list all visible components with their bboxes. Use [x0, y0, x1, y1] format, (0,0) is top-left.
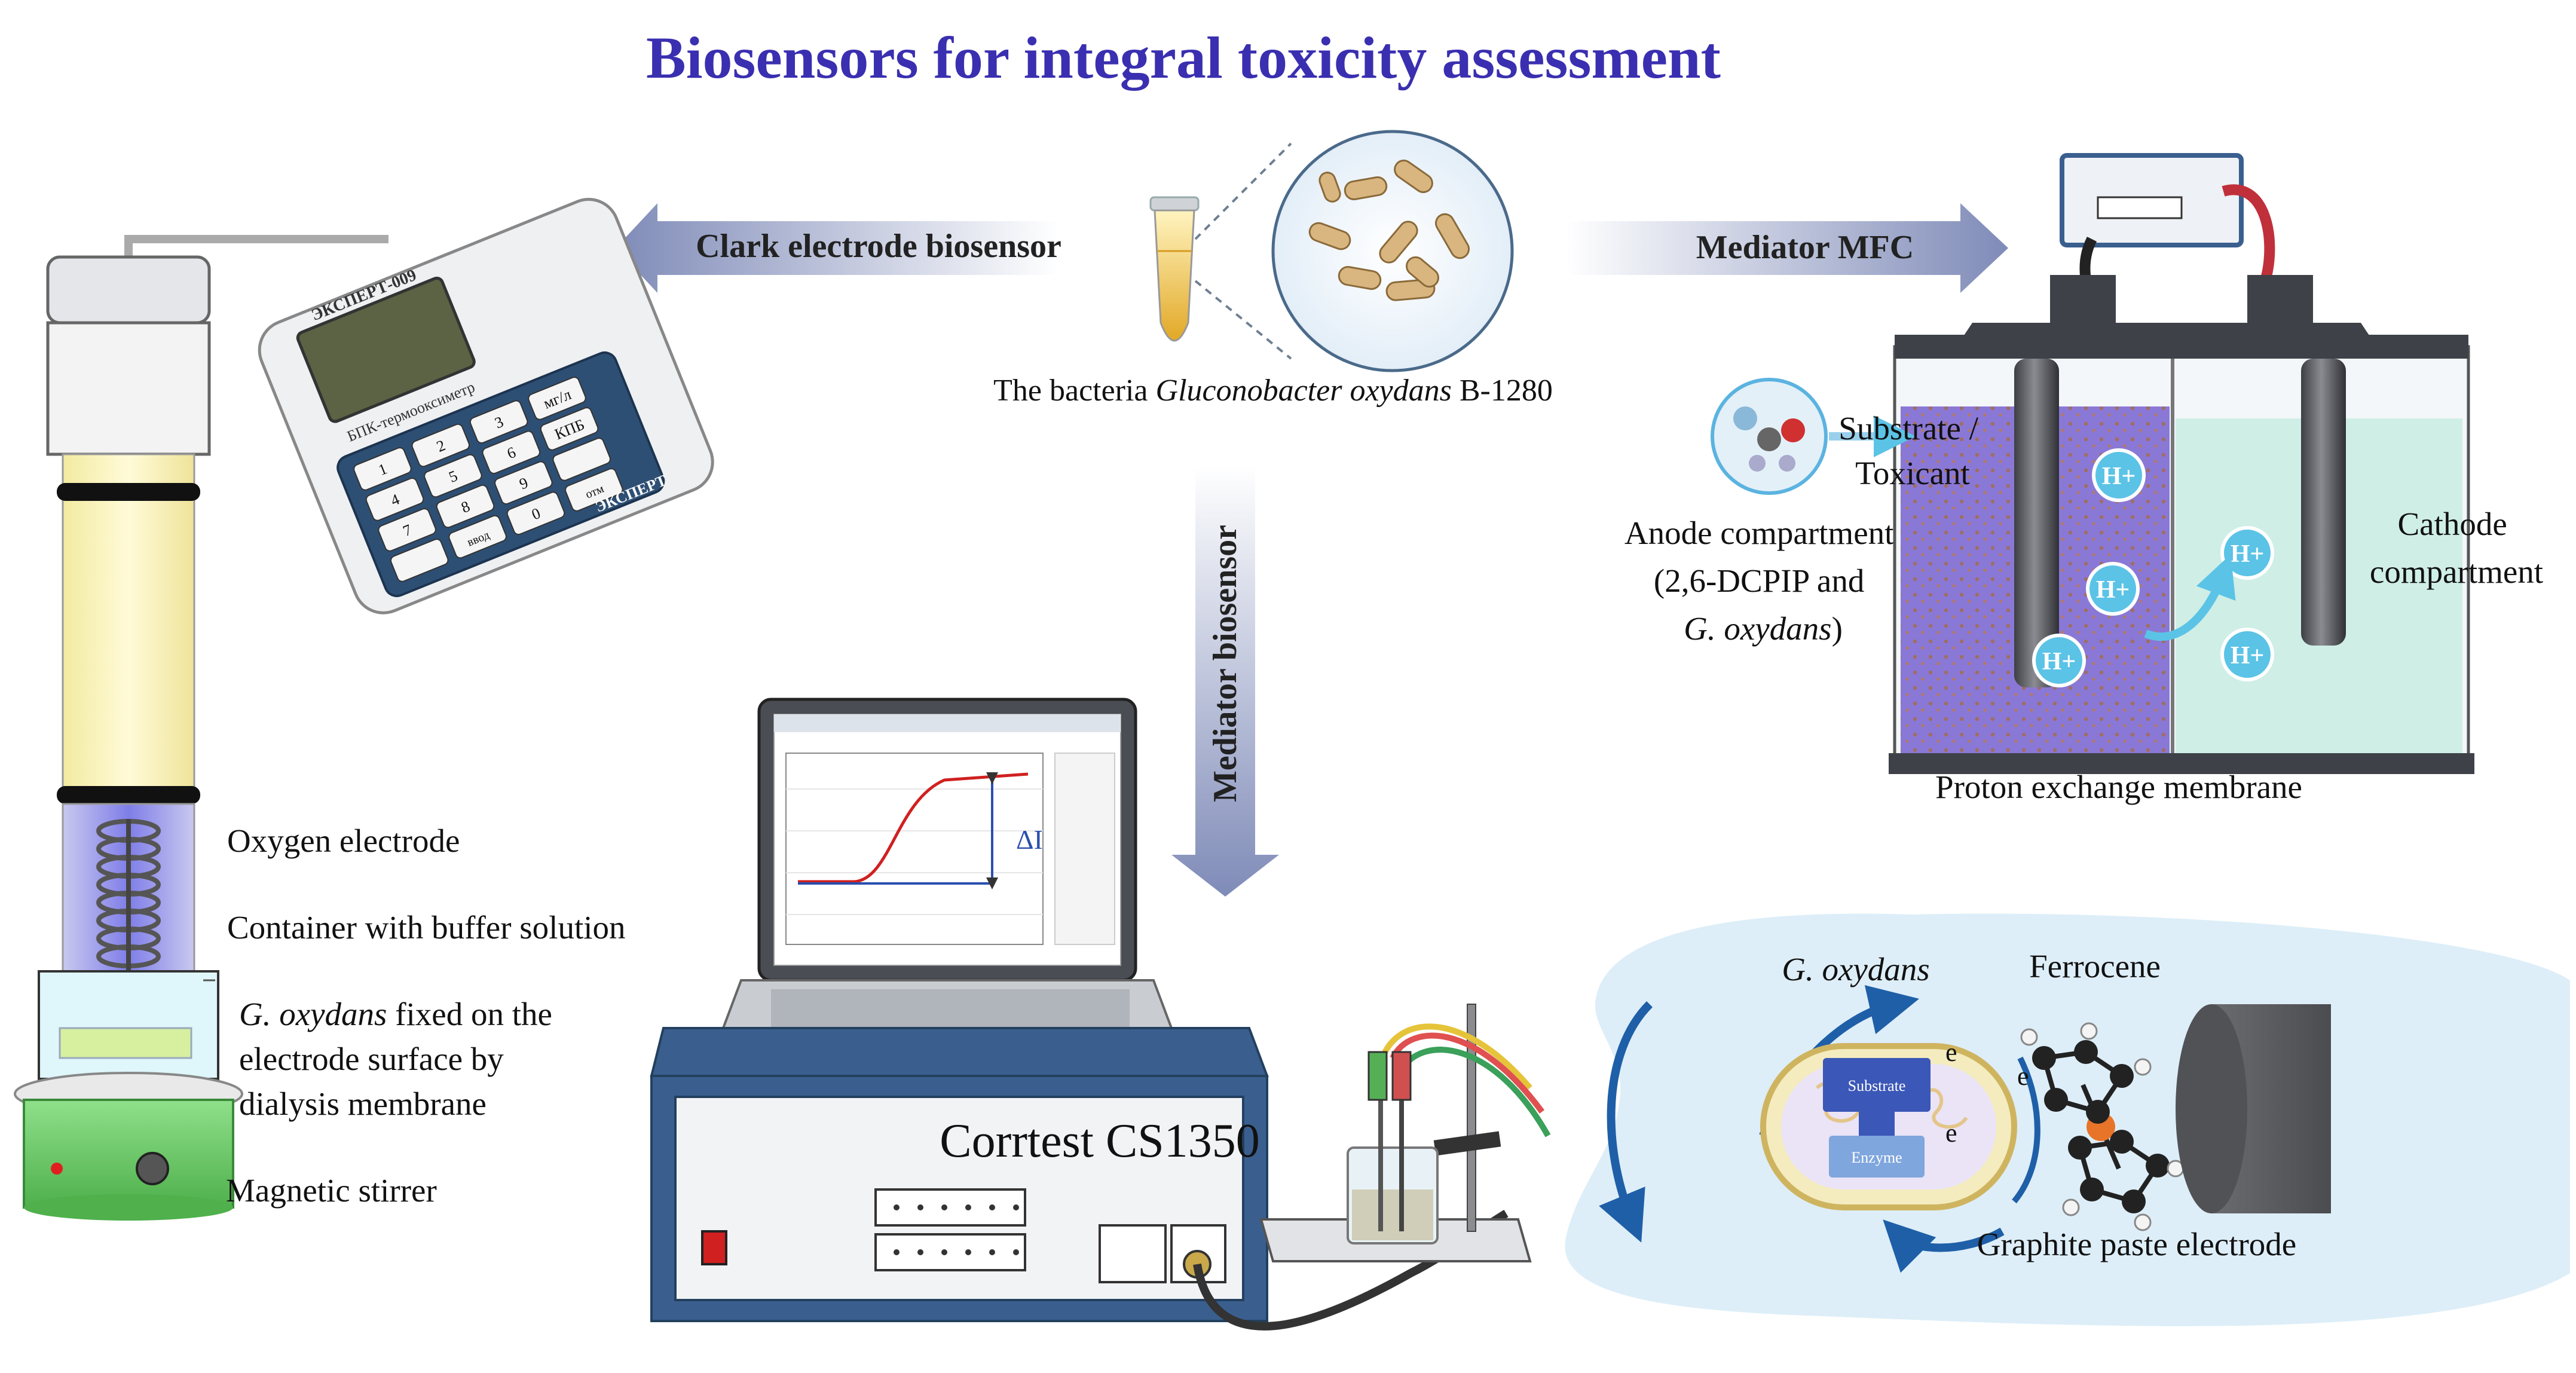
mediator-arrow-label: Mediator biosensor — [1207, 525, 1244, 802]
electron-3: e — [1945, 1118, 1957, 1148]
label-fixed-bacteria: G. oxydans fixed on the electrode surfac… — [239, 996, 561, 1122]
laptop: ΔI — [703, 698, 1191, 1077]
substrate-molecule-icon — [1711, 378, 1916, 495]
potentiostat-name: Corrtest CS1350 — [940, 1115, 1260, 1167]
oximeter-device: ЭКСПЕРТ-009 БПК-термооксиметр 1 2 3 мг/л — [258, 198, 714, 614]
label-cathode: Cathode compartment — [2370, 506, 2543, 590]
electron-1: e — [1945, 1038, 1957, 1067]
potentiostat: Corrtest CS1350 — [650, 1027, 1269, 1322]
bacteria-vial — [1149, 196, 1200, 342]
label-g-oxydans: G. oxydans — [1782, 951, 1929, 987]
proton-5: H+ — [2231, 642, 2265, 669]
clark-arrow-label: Clark electrode biosensor — [696, 228, 1061, 265]
mfc-arrow: Mediator MFC — [1566, 203, 2008, 293]
electrode-detail-panel: Substrate Enzyme e e e — [1565, 913, 2570, 1326]
proton-1: H+ — [2102, 463, 2136, 490]
mfc-arrow-label: Mediator MFC — [1696, 229, 1914, 266]
label-anode: Anode compartment (2,6-DCPIP and G. oxyd… — [1624, 515, 1902, 647]
enzyme-label: Enzyme — [1851, 1149, 1902, 1166]
label-substrate: Substrate / Toxicant — [1838, 410, 1986, 491]
label-container: Container with buffer solution — [227, 909, 626, 946]
delta-i-label: ΔI — [1016, 824, 1043, 855]
substrate-label: Substrate — [1848, 1077, 1906, 1094]
mediator-arrow: Mediator biosensor — [1171, 466, 1279, 897]
proton-2: H+ — [2096, 576, 2130, 604]
label-ferrocene: Ferrocene — [2029, 948, 2161, 984]
label-graphite-electrode: Graphite paste electrode — [1977, 1226, 2296, 1262]
microbial-fuel-cell: H+ H+ H+ H+ H+ — [1889, 153, 2474, 774]
clark-arrow: Clark electrode biosensor — [616, 203, 1061, 293]
proton-3: H+ — [2042, 648, 2076, 675]
label-magnetic-stirrer: Magnetic stirrer — [226, 1172, 437, 1209]
page-title: Biosensors for integral toxicity assessm… — [646, 25, 1721, 91]
bacteria-caption: The bacteria Gluconobacter oxydans B-128… — [993, 374, 1553, 408]
label-oxygen-electrode: Oxygen electrode — [227, 822, 460, 859]
electrochemical-cell — [1259, 1004, 1551, 1262]
ferrocene-molecule — [2020, 1022, 2185, 1231]
magnified-bacteria — [1194, 130, 1514, 372]
oxygen-electrode-assembly — [14, 235, 388, 1221]
electron-2: e — [2017, 1062, 2029, 1091]
proton-group — [2032, 448, 2274, 687]
label-membrane: Proton exchange membrane — [1935, 769, 2302, 805]
proton-4: H+ — [2231, 540, 2265, 568]
